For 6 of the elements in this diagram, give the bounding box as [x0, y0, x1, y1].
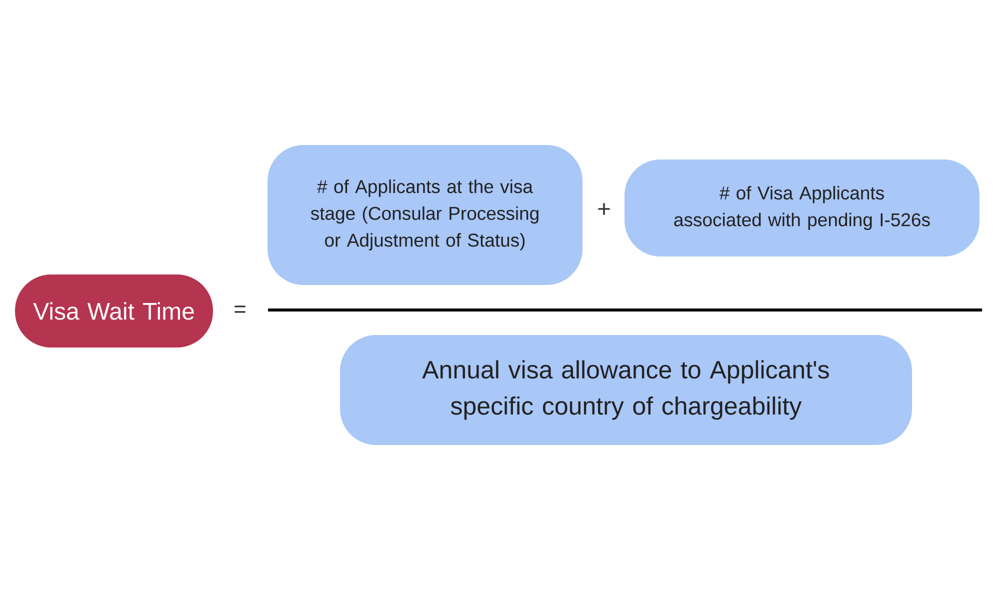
- plus-sign: +: [598, 203, 610, 215]
- term-pill: Visa Wait Time: [15, 274, 213, 348]
- term-box: Annual visa allowance to Applicant's specific country of chargeability: [340, 335, 912, 445]
- equals-sign: =: [234, 306, 246, 313]
- term-box: # of Visa Applicants associated with pending I-526s: [624, 160, 980, 256]
- term-box: # of Applicants at the visa stage (Consular Processing or Adjustment of Status): [268, 145, 582, 285]
